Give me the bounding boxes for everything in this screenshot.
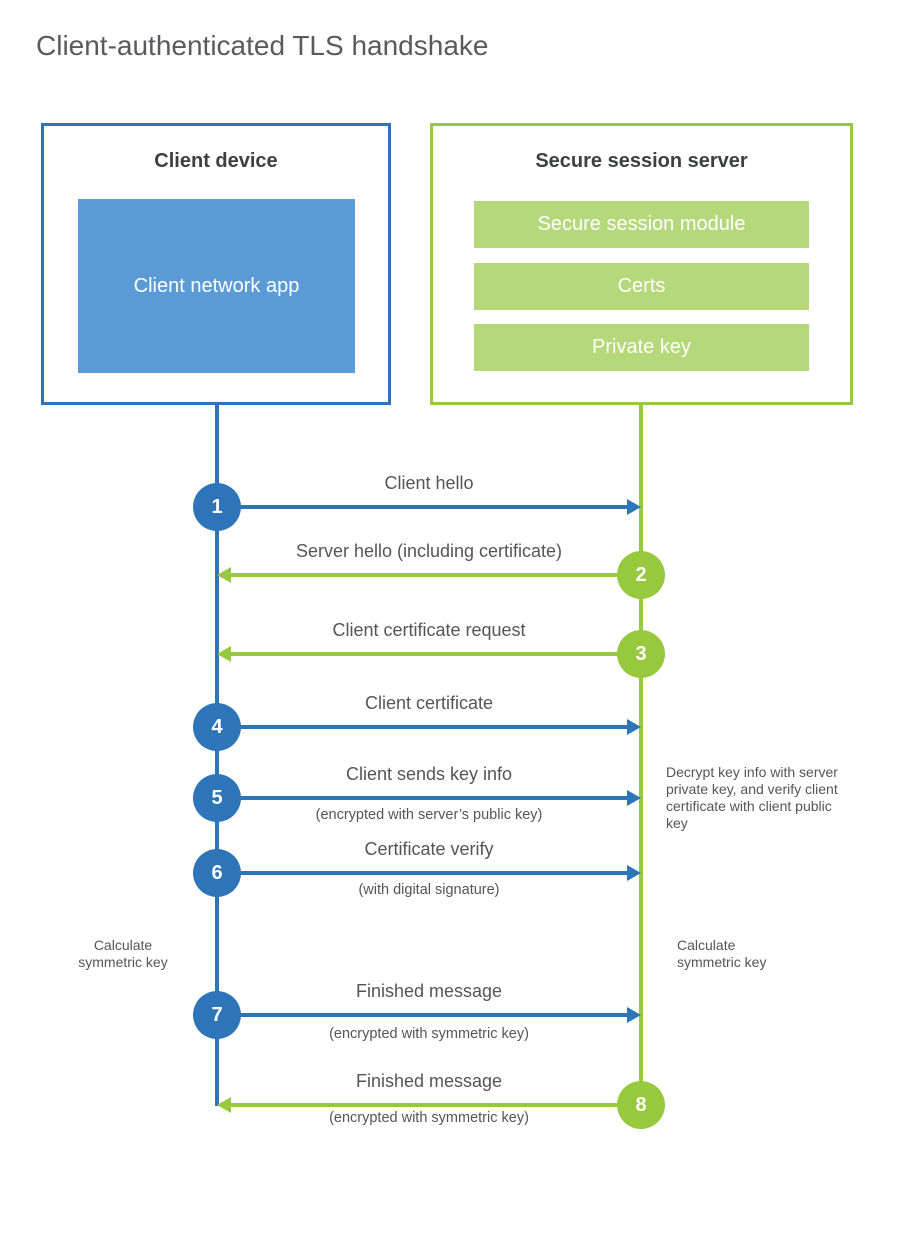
step-circle-1: 1 (193, 483, 241, 531)
step-circle-5: 5 (193, 774, 241, 822)
arrow-server-to-client-8 (231, 1103, 641, 1107)
message-label-5: Client sends key info (345, 764, 513, 784)
server-module-certs: Certs (474, 263, 809, 310)
client-lifeline (215, 404, 219, 1106)
message-label-2: Server hello (including certificate) (295, 541, 563, 561)
server-calculate-symmetric-key-note: Calculate symmetric key (677, 937, 767, 970)
page-title: Client-authenticated TLS handshake (36, 30, 489, 61)
message-sublabel-5: (encrypted with server’s public key) (315, 807, 543, 823)
server-lifeline (639, 404, 643, 1105)
message-sublabel-6: (with digital signature) (358, 882, 500, 898)
client-device-title: Client device (154, 150, 278, 172)
message-label-8: Finished message (355, 1071, 503, 1091)
arrow-client-to-server-5 (217, 796, 627, 800)
arrow-server-to-client-3 (231, 652, 641, 656)
arrow-client-to-server-6 (217, 871, 627, 875)
server-module-private-key: Private key (474, 324, 809, 371)
step-circle-7: 7 (193, 991, 241, 1039)
message-label-1: Client hello (384, 473, 474, 493)
step-circle-2: 2 (617, 551, 665, 599)
arrow-client-to-server-1 (217, 505, 627, 509)
client-network-app-box: Client network app (78, 199, 355, 373)
arrow-client-to-server-7 (217, 1013, 627, 1017)
step-circle-3: 3 (617, 630, 665, 678)
message-label-3: Client certificate request (332, 620, 526, 640)
message-label-4: Client certificate (364, 693, 494, 713)
step-circle-4: 4 (193, 703, 241, 751)
server-module-secure-session-module: Secure session module (474, 201, 809, 248)
secure-session-server-title: Secure session server (535, 150, 748, 172)
step-circle-6: 6 (193, 849, 241, 897)
message-label-6: Certificate verify (364, 839, 494, 859)
arrow-client-to-server-4 (217, 725, 627, 729)
message-sublabel-8: (encrypted with symmetric key) (329, 1110, 529, 1126)
step-circle-8: 8 (617, 1081, 665, 1129)
server-decrypt-note: Decrypt key info with server private key… (666, 764, 838, 831)
message-sublabel-7: (encrypted with symmetric key) (329, 1026, 529, 1042)
arrow-server-to-client-2 (231, 573, 641, 577)
message-label-7: Finished message (355, 981, 503, 1001)
client-calculate-symmetric-key-note: Calculate symmetric key (78, 937, 168, 970)
